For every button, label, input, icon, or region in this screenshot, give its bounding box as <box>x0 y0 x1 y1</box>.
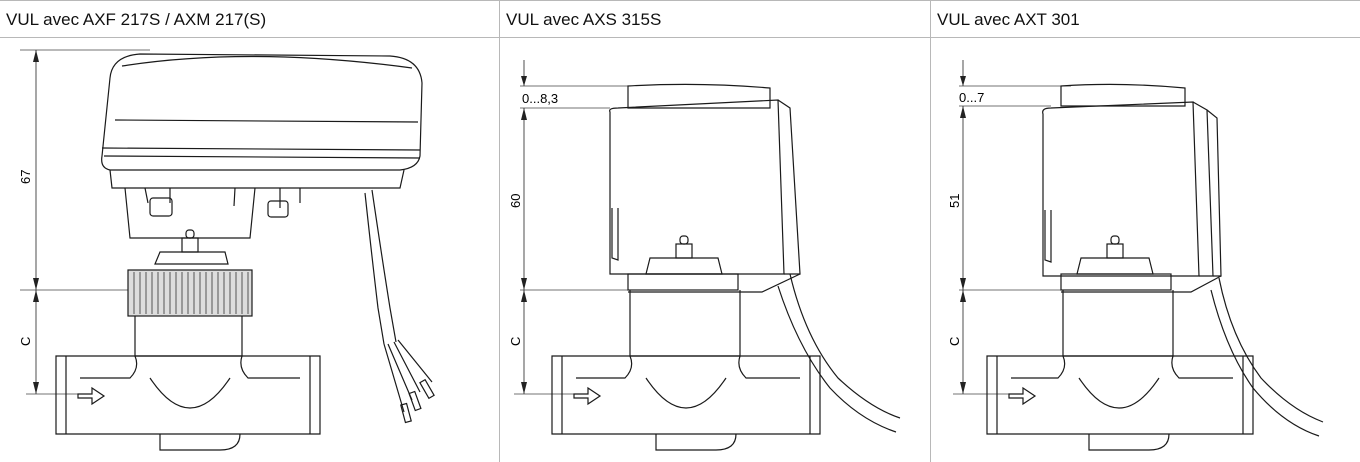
panel-axf-axm: VUL avec AXF 217S / AXM 217(S) <box>0 0 500 462</box>
panel-separator <box>499 0 500 462</box>
dim-actuator-height: 67 <box>18 170 33 184</box>
valve-drawing-axt: 0...7 51 C <box>947 60 1324 451</box>
panel-separator <box>930 0 931 462</box>
dim-valve-height: C <box>947 337 962 346</box>
dim-valve-height: C <box>508 337 523 346</box>
dim-actuator-height: 51 <box>947 194 962 208</box>
panel-title: VUL avec AXT 301 <box>937 10 1080 29</box>
panel-header: VUL avec AXS 315S <box>500 0 930 38</box>
dim-stroke: 0...7 <box>959 90 984 105</box>
panel-axs: VUL avec AXS 315S <box>500 0 930 462</box>
valve-drawing-axf: 67 C <box>18 49 435 451</box>
dim-valve-height: C <box>18 337 33 346</box>
panel-title: VUL avec AXF 217S / AXM 217(S) <box>6 10 267 29</box>
valve-drawing-axs: 0...8,3 60 C <box>508 60 901 451</box>
dim-actuator-height: 60 <box>508 194 523 208</box>
dim-stroke: 0...8,3 <box>522 91 558 106</box>
panel-header: VUL avec AXT 301 <box>931 0 1360 38</box>
panel-header: VUL avec AXF 217S / AXM 217(S) <box>0 0 500 38</box>
panel-axt: VUL avec AXT 301 <box>931 0 1360 462</box>
panel-title: VUL avec AXS 315S <box>506 10 662 29</box>
